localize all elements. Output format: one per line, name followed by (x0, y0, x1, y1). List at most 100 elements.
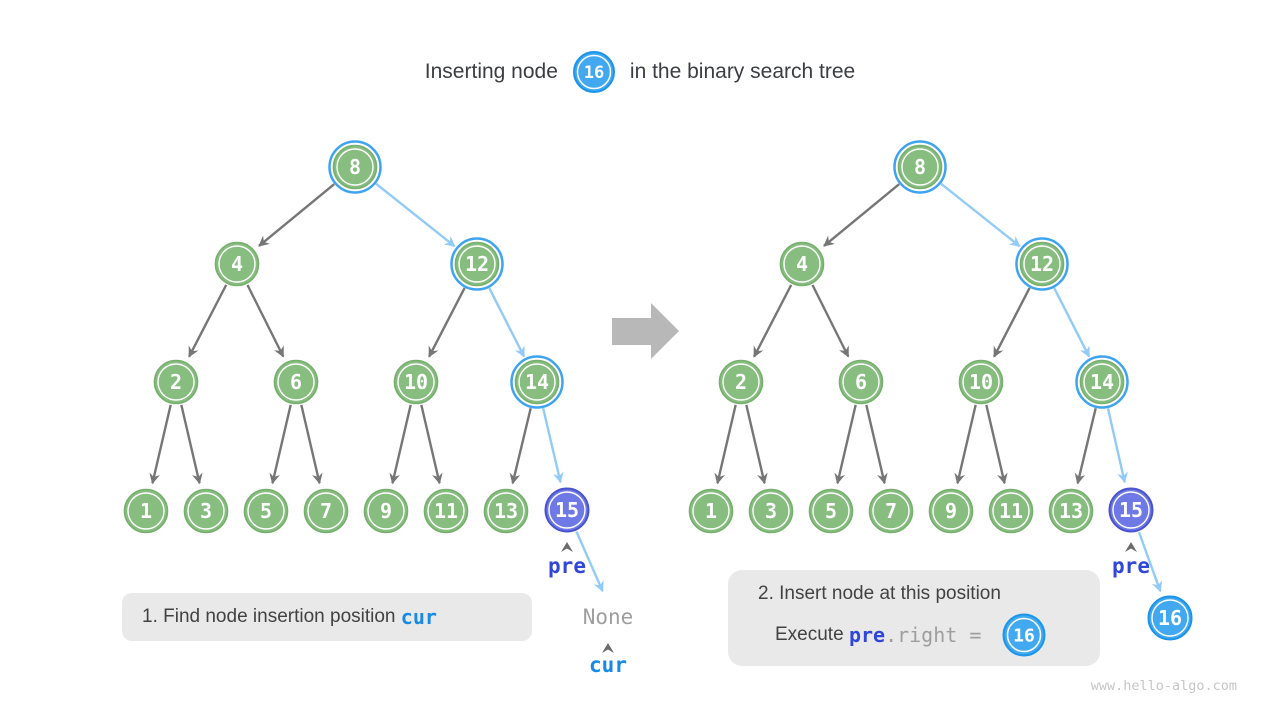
pointer-caret-icon (561, 542, 573, 552)
watermark: www.hello-algo.com (1090, 678, 1237, 694)
edge-2-3 (180, 404, 203, 485)
tree-node-4: 4 (779, 241, 825, 287)
search-path-ring (328, 140, 382, 194)
tree-node-13: 13 (1048, 488, 1094, 534)
node-value: 12 (465, 252, 489, 276)
tree-node-9: 9 (928, 488, 974, 534)
step2-property: .right (885, 623, 958, 647)
node-value: 15 (555, 498, 579, 522)
step2-keyword-pre: pre (848, 623, 886, 647)
tree-node-6: 6 (273, 359, 319, 405)
search-path-ring (450, 237, 504, 291)
edge-10-11 (985, 404, 1008, 485)
tree-node-3: 3 (748, 488, 794, 534)
title-prefix: Inserting node (424, 60, 558, 83)
step1-caption: 1. Find node insertion position cur (122, 593, 532, 641)
edge-8-12 (375, 182, 456, 248)
node-value: 12 (1030, 252, 1054, 276)
tree-node-16: 16 (1147, 595, 1193, 641)
search-path-ring (1015, 237, 1069, 291)
step2-node-circle (1002, 613, 1046, 657)
edge-2-1 (149, 404, 172, 485)
node-value: 8 (349, 155, 361, 179)
node-value: 3 (765, 499, 777, 523)
node-value: 4 (796, 252, 808, 276)
tree-node-15: 15 (1108, 487, 1154, 533)
node-value: 13 (494, 499, 518, 523)
tree-node-3: 3 (183, 488, 229, 534)
edge-4-2 (753, 284, 793, 358)
edge-12-10 (993, 287, 1031, 358)
node-value: 10 (404, 370, 428, 394)
tree-node-5: 5 (808, 488, 854, 534)
tree-node-8: 8 (328, 140, 382, 194)
tree-node-5: 5 (243, 488, 289, 534)
node-value: 1 (140, 499, 152, 523)
tree-node-12: 12 (1015, 237, 1069, 291)
node-value: 15 (1119, 498, 1143, 522)
node-value: 6 (290, 370, 302, 394)
step2-exec: Execute (775, 624, 849, 645)
title-suffix: in the binary search tree (629, 60, 856, 83)
tree-node-4: 4 (214, 241, 260, 287)
transition-arrow-icon (612, 303, 679, 359)
tree-node-12: 12 (450, 237, 504, 291)
figure-title: Inserting node 16 in the binary search t… (0, 46, 1280, 98)
edge-8-4 (823, 183, 900, 247)
node-value: 9 (945, 499, 957, 523)
tree-node-6: 6 (838, 359, 884, 405)
title-node-inner-ring (576, 54, 612, 90)
tree-node-10: 10 (958, 359, 1004, 405)
edge-6-5 (269, 404, 292, 485)
node-value: 5 (825, 499, 837, 523)
edge-15-target (575, 531, 604, 593)
node-value: 7 (885, 499, 897, 523)
node-value: 13 (1059, 499, 1083, 523)
edge-14-13 (509, 407, 532, 485)
edge-6-5 (834, 404, 857, 485)
tree-node-9: 9 (363, 488, 409, 534)
step2-node-16: 16 (1002, 613, 1046, 657)
edge-8-12 (940, 182, 1021, 248)
node-value: 14 (525, 370, 549, 394)
edge-4-6 (811, 284, 850, 358)
edge-14-15 (541, 408, 564, 484)
pointer-label-pre: pre (1112, 554, 1150, 578)
tree-node-8: 8 (893, 140, 947, 194)
tree-node-14: 14 (1075, 355, 1129, 409)
pointer-caret-icon (602, 643, 614, 653)
title-node-value: 16 (584, 63, 604, 83)
tree-node-14: 14 (510, 355, 564, 409)
tree-node-2: 2 (718, 359, 764, 405)
node-value: 4 (231, 252, 243, 276)
step2-caption: 2. Insert node at this position Execute … (728, 570, 1100, 666)
title-node-circle (572, 51, 615, 93)
node-value: 8 (914, 155, 926, 179)
tree-node-11: 11 (423, 488, 469, 534)
tree-node-2: 2 (153, 359, 199, 405)
search-path-ring (510, 355, 564, 409)
search-path-ring (1075, 355, 1129, 409)
edge-4-2 (188, 284, 228, 358)
edge-10-9 (389, 404, 412, 485)
title-node-16: 16 (572, 51, 615, 93)
edge-6-7 (865, 404, 888, 485)
edge-4-6 (246, 284, 285, 358)
edge-2-1 (714, 404, 737, 485)
pointer-label-pre: pre (548, 554, 586, 578)
node-value: 14 (1090, 370, 1114, 394)
tree-node-1: 1 (688, 488, 734, 534)
step1-text: 1. Find node insertion position (142, 606, 401, 627)
pointer-label-cur: cur (589, 653, 627, 677)
step1-keyword-cur: cur (400, 605, 437, 629)
tree-node-13: 13 (483, 488, 529, 534)
edge-2-3 (745, 404, 768, 485)
edge-10-11 (420, 404, 443, 485)
tree-node-11: 11 (988, 488, 1034, 534)
tree-node-7: 7 (303, 488, 349, 534)
edge-12-14 (1053, 287, 1091, 358)
